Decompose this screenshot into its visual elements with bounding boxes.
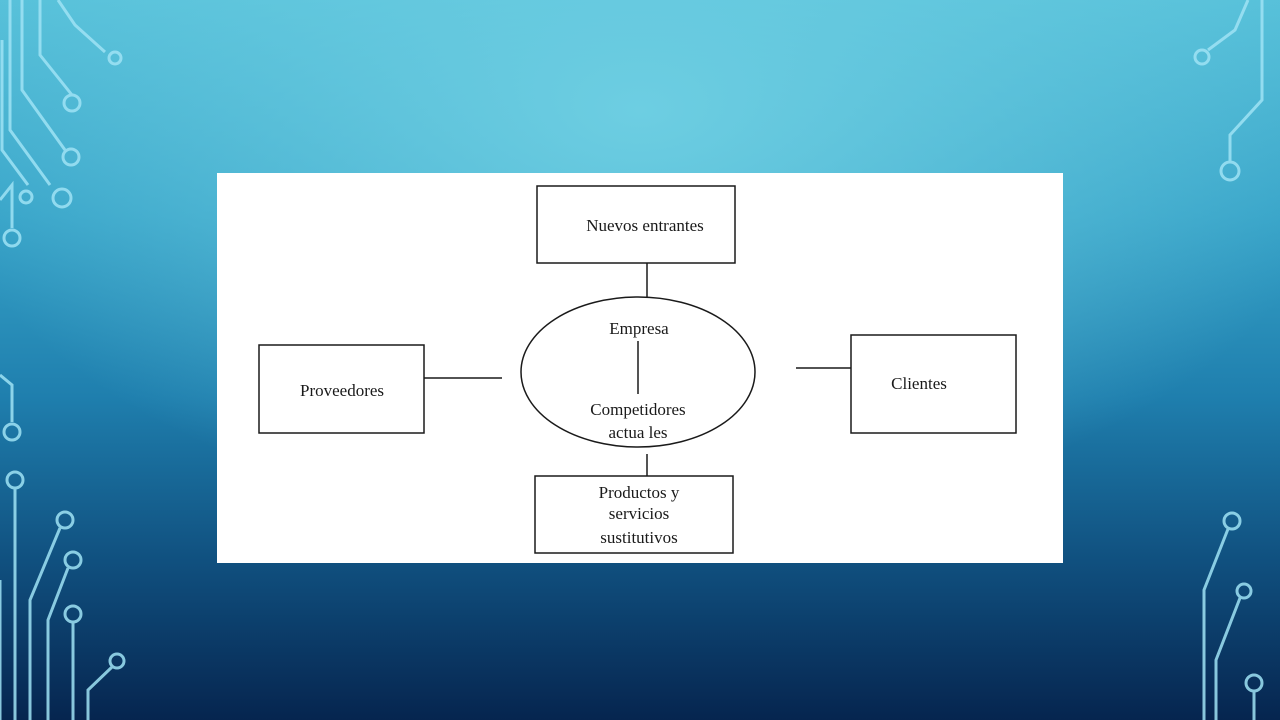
- label-sustitutivos: sustitutivos: [600, 528, 677, 547]
- circuit-decoration-right: [1193, 0, 1264, 720]
- box-productos-sustitutivos: [534, 475, 734, 554]
- label-servicios: servicios: [609, 504, 669, 523]
- label-nuevos-entrantes: Nuevos entrantes: [586, 216, 704, 235]
- label-competidores: Competidores: [590, 400, 685, 419]
- box-clientes: [850, 334, 1017, 434]
- box-nuevos-entrantes: [536, 185, 736, 264]
- label-productos: Productos y: [599, 483, 680, 502]
- label-clientes: Clientes: [891, 374, 947, 393]
- label-actuales: actua les: [609, 423, 668, 442]
- label-proveedores: Proveedores: [300, 381, 384, 400]
- label-empresa: Empresa: [609, 319, 669, 338]
- diagram-panel: Nuevos entrantes Empresa Competidores ac…: [217, 173, 1063, 563]
- box-proveedores: [258, 344, 425, 434]
- circuit-decoration-left: [0, 0, 126, 720]
- five-forces-diagram: Nuevos entrantes Empresa Competidores ac…: [258, 185, 1017, 554]
